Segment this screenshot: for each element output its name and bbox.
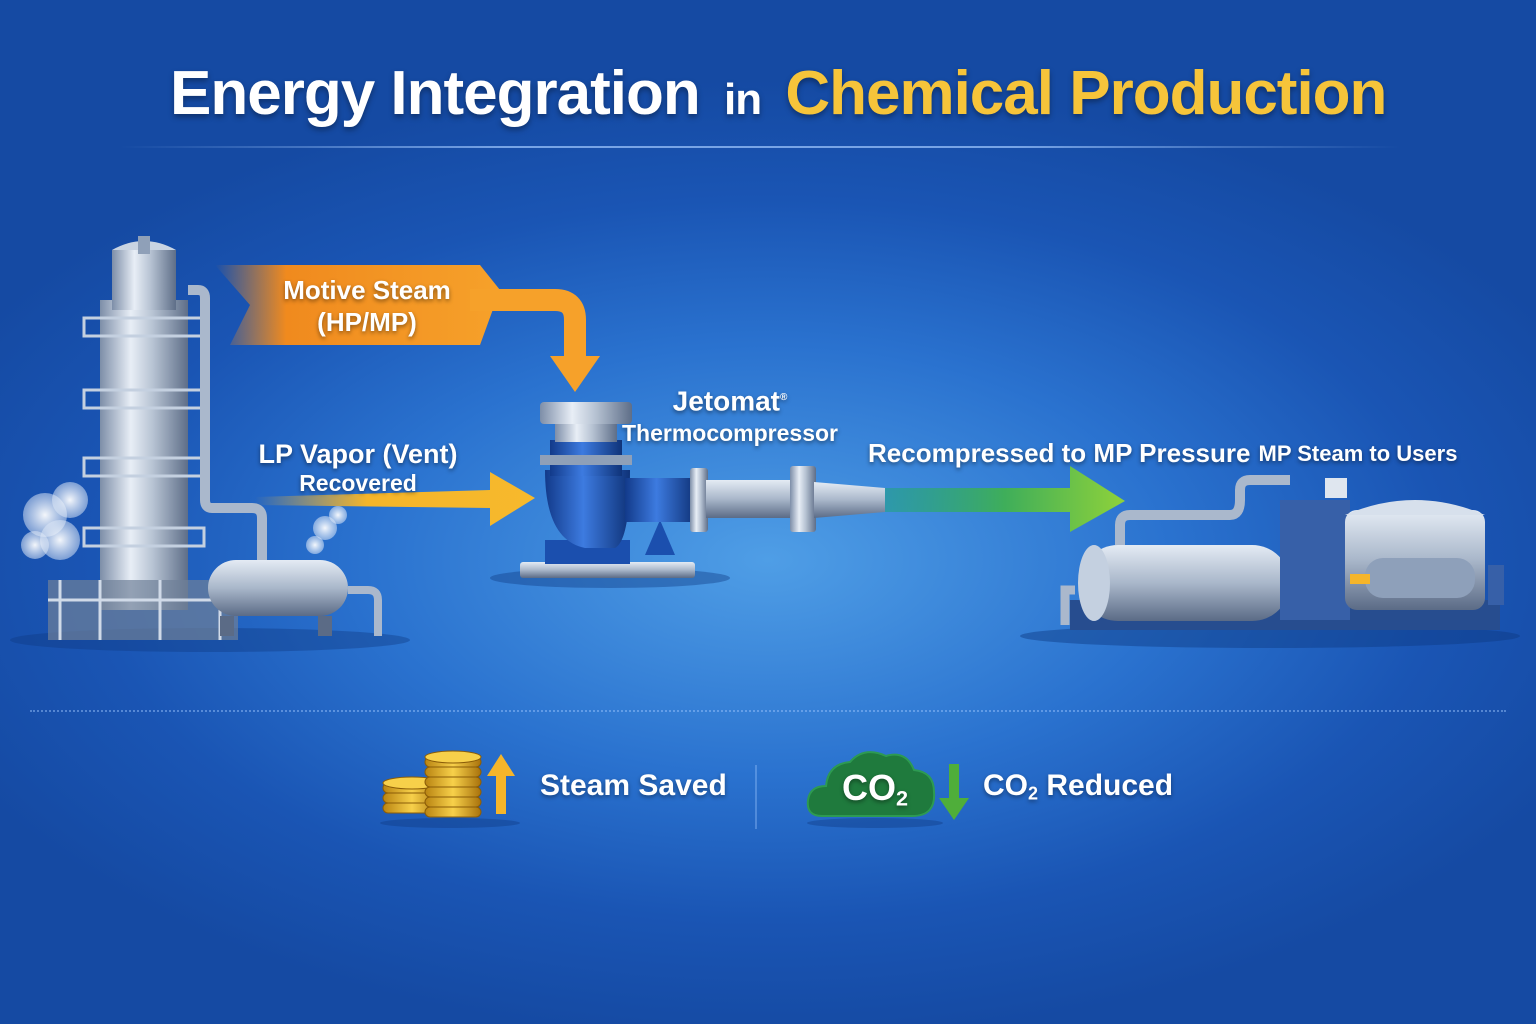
co2-cloud-icon (806, 751, 943, 828)
recompressed-label: Recompressed to MP Pressure (868, 438, 1251, 468)
motive-steam-line-2: (HP/MP) (317, 307, 417, 337)
jetomat-label: Jetomat® Thermocompressor (610, 382, 850, 449)
lp-vapor-label: LP Vapor (Vent) Recovered (248, 438, 468, 496)
lp-vapor-line-1: LP Vapor (Vent) (258, 439, 458, 469)
title-part-2: in (723, 75, 762, 124)
co2-reduced-main: CO (983, 769, 1028, 802)
co2-cloud-main: CO (842, 767, 896, 808)
jetomat-name: Jetomat (672, 385, 780, 417)
mp-steam-user-equipment (1020, 475, 1520, 648)
arrow-down-icon (939, 764, 969, 820)
legend-divider (755, 765, 757, 829)
steam-saved-label: Steam Saved (540, 769, 727, 802)
mp-steam-users-label: MP Steam to Users (1258, 441, 1458, 466)
section-divider (30, 710, 1506, 712)
vent-steam-puffs (21, 482, 347, 560)
page-title: Energy Integration in Chemical Productio… (170, 58, 1387, 148)
jetomat-registered-mark: ® (780, 392, 788, 403)
coins-stack-icon (380, 750, 520, 828)
thermocompressor (490, 402, 885, 588)
motive-steam-label: Motive Steam (HP/MP) (262, 274, 472, 338)
lp-vapor-arrow (255, 472, 535, 526)
lp-vapor-line-2: Recovered (299, 470, 417, 496)
motive-steam-line-1: Motive Steam (283, 275, 451, 305)
recompressed-steam-arrow (885, 466, 1125, 532)
jetomat-subtitle: Thermocompressor (621, 420, 838, 447)
co2-reduced-rest: Reduced (1038, 769, 1174, 802)
distillation-column (10, 236, 410, 652)
co2-cloud-label: CO2 (842, 767, 908, 811)
co2-reduced-label: CO2 Reduced (983, 769, 1173, 805)
motive-steam-arrow (215, 265, 600, 392)
co2-reduced-sub: 2 (1028, 783, 1039, 804)
title-part-1: Energy Integration (170, 59, 701, 128)
knockout-drum (208, 560, 382, 636)
title-divider (120, 146, 1400, 148)
arrow-up-icon (487, 754, 515, 814)
co2-cloud-sub: 2 (896, 785, 909, 811)
title-part-3: Chemical Production (785, 59, 1387, 128)
